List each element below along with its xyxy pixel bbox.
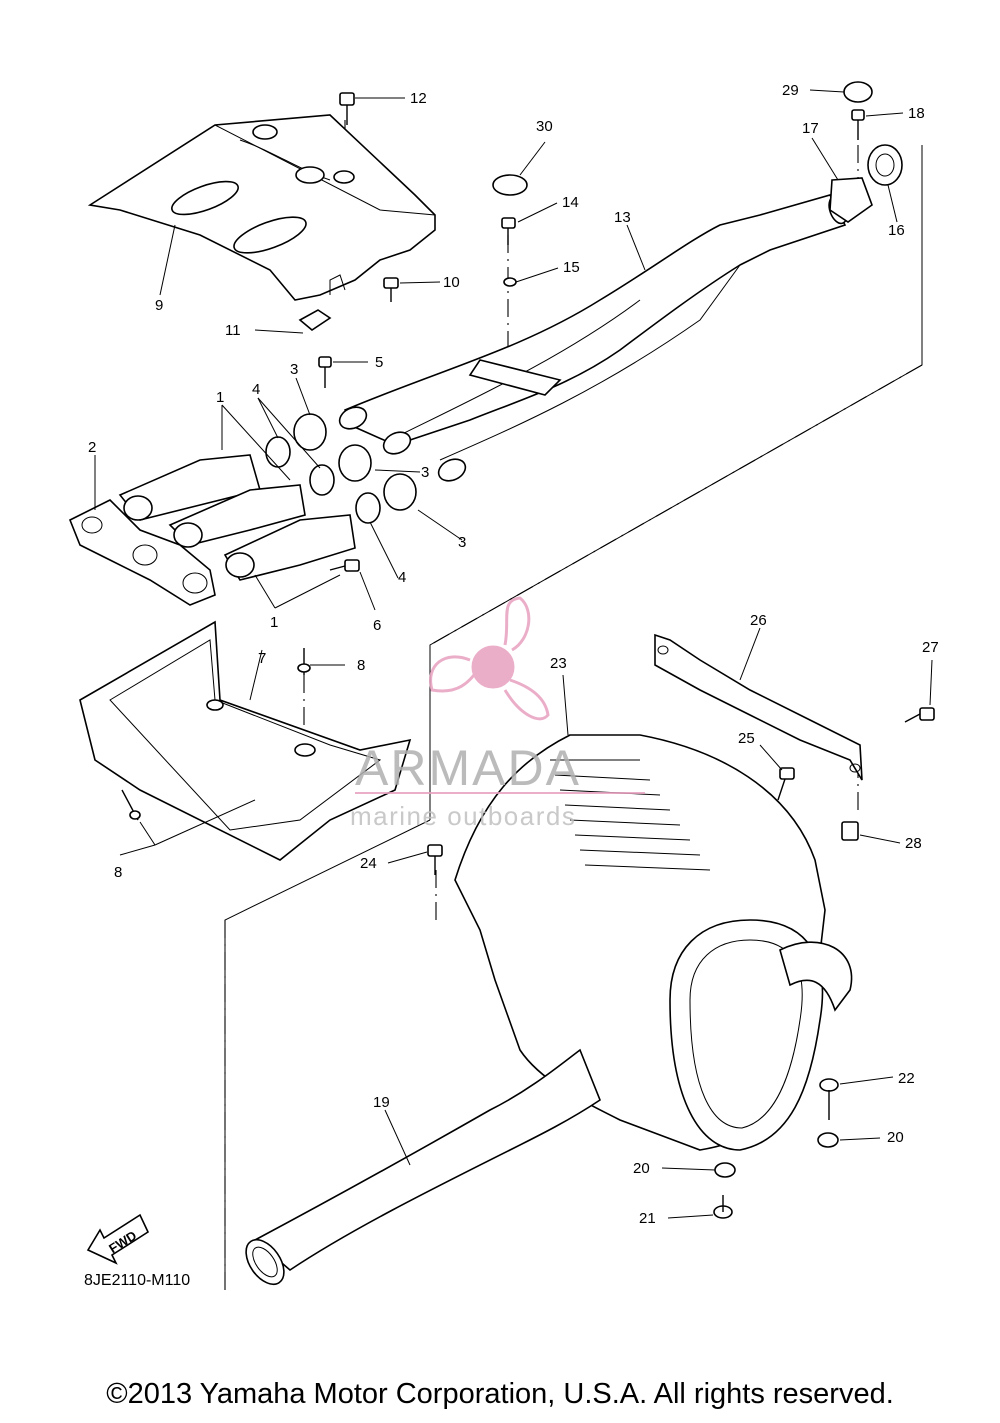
cap-29 [843,81,873,103]
callout-13: 13 [614,209,631,226]
callout-8-upper: 8 [357,657,365,674]
diagram-code: 8JE2110-M110 [84,1272,191,1289]
collar-20-right [817,1132,839,1148]
callout-2: 2 [88,439,96,456]
callout-3-middle: 3 [421,464,429,481]
rivet-8-upper [297,648,311,675]
nut-28 [841,821,859,841]
callout-15: 15 [563,259,580,276]
callout-17: 17 [802,120,819,137]
fwd-arrow-icon: FWD [86,1213,150,1265]
bolt-12 [339,92,355,125]
callout-21: 21 [639,1210,656,1227]
bolt-24 [427,844,443,875]
callout-3-upper: 3 [290,361,298,378]
callout-4-upper: 4 [252,381,260,398]
bolt-5 [318,356,332,388]
callout-18: 18 [908,105,925,122]
seal-16 [867,144,903,186]
bolt-10 [383,277,399,302]
bolt-6 [329,559,360,572]
callout-5: 5 [375,354,383,371]
propeller-logo-icon [429,596,550,721]
muffler-bracket [654,633,863,781]
callout-20-lower: 20 [633,1160,650,1177]
muffler-assembly [454,734,853,1151]
callout-1-lower: 1 [270,614,278,631]
bolt-27 [904,707,935,723]
callout-1-upper: 1 [216,389,224,406]
callout-29: 29 [782,82,799,99]
callout-11: 11 [225,322,241,339]
copyright-notice: ©2013 Yamaha Motor Corporation, U.S.A. A… [106,1378,894,1410]
heat-shield-lower [79,620,412,861]
cap-30 [492,174,528,196]
callout-9: 9 [155,297,163,314]
bolt-21 [713,1195,733,1219]
exhaust-pipe-assembly [338,194,848,482]
callout-10: 10 [443,274,460,291]
callout-20-right: 20 [887,1129,904,1146]
collar-20-lower [714,1162,736,1178]
clamp-17 [829,177,873,223]
watermark-brand: ARMADA [355,740,581,796]
washer-15 [503,277,517,287]
watermark-tagline: marine outboards [350,801,576,831]
callout-27: 27 [922,639,939,656]
bolt-14 [501,217,516,245]
callout-leaders [94,89,933,1219]
callout-labels: 1 1 2 3 3 3 4 4 5 6 7 8 8 9 10 11 12 13 … [88,82,939,1227]
callout-23: 23 [550,655,567,672]
callout-19: 19 [373,1094,390,1111]
bolt-25 [777,767,795,801]
exhaust-gasket-2 [68,499,216,606]
callout-30: 30 [536,118,553,135]
callout-24: 24 [360,855,377,872]
callout-14: 14 [562,194,579,211]
callout-6: 6 [373,617,381,634]
callout-7: 7 [258,650,266,667]
callout-8-lower: 8 [114,864,122,881]
clamp-rings-3 [293,413,417,511]
bolt-22 [819,1078,839,1120]
armada-watermark: ARMADA marine outboards [350,596,645,831]
tail-pipe [245,1048,601,1286]
callout-22: 22 [898,1070,915,1087]
rivet-8-lower [121,789,141,821]
callout-25: 25 [738,730,755,747]
callout-12: 12 [410,90,427,107]
callout-16: 16 [888,222,905,239]
callout-3-lower: 3 [458,534,466,551]
callout-4-lower: 4 [398,569,406,586]
callout-26: 26 [750,612,767,629]
callout-28: 28 [905,835,922,852]
bellows-joints-1 [118,454,356,581]
heat-shield-upper [87,114,436,331]
bolt-18 [851,109,865,140]
